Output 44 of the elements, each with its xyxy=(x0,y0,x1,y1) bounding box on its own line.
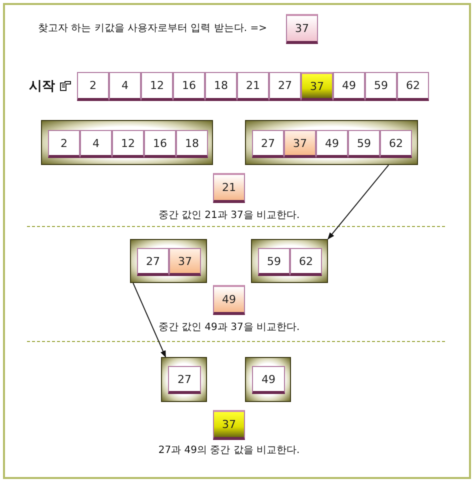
array-cell: 27 xyxy=(168,366,201,394)
array-cell: 16 xyxy=(144,130,176,158)
start-label: 시작 xyxy=(29,80,55,93)
middle-value-box: 49 xyxy=(213,285,245,315)
tray-frame xyxy=(41,120,213,165)
array-cell: 21 xyxy=(237,72,269,101)
array-cell: 49 xyxy=(252,366,285,394)
found-value-cell: 37 xyxy=(301,72,333,101)
array-cell: 49 xyxy=(333,72,365,101)
tray-frame xyxy=(251,239,328,283)
array-cell: 62 xyxy=(380,130,412,158)
tray-frame xyxy=(130,239,207,283)
array-cell: 2 xyxy=(48,130,80,158)
array-cell: 2 xyxy=(77,72,109,101)
instruction-text: 찾고자 하는 키값을 사용자로부터 입력 받는다. => xyxy=(38,24,268,34)
middle-value-box: 21 xyxy=(213,173,245,203)
step-caption: 중간 값인 49과 37을 비교한다. xyxy=(157,323,301,333)
array-cell: 59 xyxy=(365,72,397,101)
array-cell: 27 xyxy=(269,72,301,101)
array-cell: 59 xyxy=(258,248,290,276)
array-cell: 62 xyxy=(397,72,429,101)
tray-frame xyxy=(161,357,207,402)
array-cell: 18 xyxy=(176,130,208,158)
tray-frame xyxy=(245,357,291,402)
arrow xyxy=(132,282,166,358)
array-cell: 12 xyxy=(141,72,173,101)
array-cell: 49 xyxy=(316,130,348,158)
arrow xyxy=(328,164,390,240)
found-value-cell: 37 xyxy=(213,410,245,440)
array-cell: 4 xyxy=(80,130,112,158)
array-cell: 59 xyxy=(348,130,380,158)
array-cell: 18 xyxy=(205,72,237,101)
array-cell: 27 xyxy=(137,248,169,276)
tray-frame xyxy=(245,120,418,165)
target-value-cell: 37 xyxy=(169,248,201,276)
step-caption: 27과 49의 중간 값을 비교한다. xyxy=(157,446,301,456)
array-cell: 62 xyxy=(290,248,322,276)
step-caption: 중간 값인 21과 37을 비교한다. xyxy=(157,211,301,221)
array-cell: 4 xyxy=(109,72,141,101)
key-value-box: 37 xyxy=(286,14,318,44)
array-cell: 27 xyxy=(252,130,284,158)
array-cell: 12 xyxy=(112,130,144,158)
target-value-cell: 37 xyxy=(284,130,316,158)
array-cell: 16 xyxy=(173,72,205,101)
